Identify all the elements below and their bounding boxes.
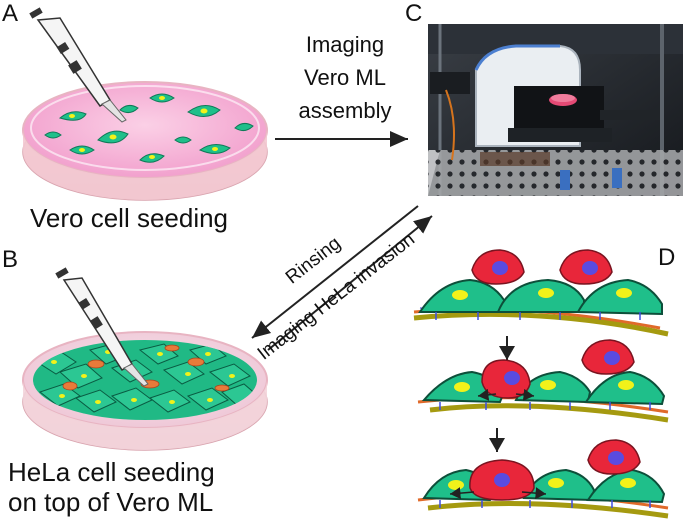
- label-imaging-assembly-line2: Vero ML: [304, 65, 386, 90]
- panel-a-petri-dish: [22, 81, 268, 201]
- caption-hela-seeding-line1: HeLa cell seeding: [8, 457, 215, 487]
- label-imaging-assembly-line3: assembly: [298, 98, 392, 123]
- panel-a-pipette-icon: [29, 7, 127, 123]
- panel-c-microscope-photo: [428, 24, 683, 196]
- panel-letter-a: A: [2, 0, 19, 27]
- caption-hela-seeding-line2: on top of Vero ML: [8, 487, 214, 517]
- panel-d-invasion-schematic: [413, 249, 669, 519]
- panel-b-pipette-icon: [55, 267, 149, 387]
- arrow-c-to-b: [251, 205, 419, 339]
- panel-b-petri-dish: [22, 331, 268, 451]
- arrow-b-to-c: [267, 215, 433, 351]
- d-row-2: [417, 339, 669, 423]
- label-imaging-assembly-line1: Imaging: [305, 32, 385, 57]
- panel-letter-b: B: [2, 246, 19, 273]
- caption-vero-seeding: Vero cell seeding: [30, 203, 229, 233]
- panel-letter-c: C: [405, 0, 423, 27]
- panel-letter-d: D: [658, 244, 676, 271]
- vero-cells-sparse: [44, 93, 254, 163]
- d-row-3: [417, 439, 669, 519]
- vero-monolayer-dense: [33, 340, 257, 420]
- d-row-1: [413, 249, 669, 337]
